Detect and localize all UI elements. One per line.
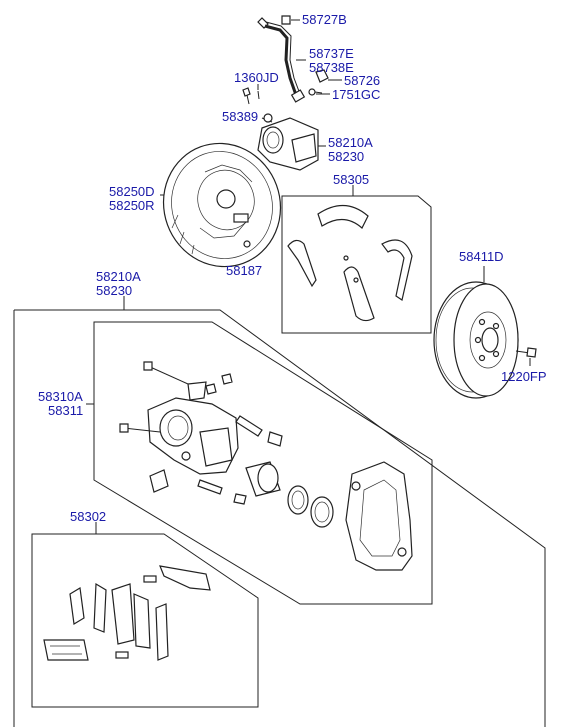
caliper-bracket <box>345 461 413 571</box>
label-58302: 58302 <box>70 509 106 524</box>
label-58210A-top: 58210A <box>328 135 373 150</box>
label-58411D: 58411D <box>459 249 504 264</box>
label-1360JD: 1360JD <box>234 70 279 85</box>
brake-pads <box>43 565 211 661</box>
label-58726: 58726 <box>344 73 380 88</box>
label-58311: 58311 <box>48 403 83 418</box>
label-58187: 58187 <box>226 263 262 278</box>
pad-kit-frame <box>31 522 259 708</box>
bleeder-screw <box>242 87 260 105</box>
label-58250R: 58250R <box>109 198 155 213</box>
label-58210A-mid: 58210A <box>96 269 141 284</box>
front-caliper-body <box>147 381 239 475</box>
label-1220FP: 1220FP <box>501 369 547 384</box>
label-1751GC: 1751GC <box>332 87 380 102</box>
piston-seal-parts <box>149 461 334 528</box>
brake-disc <box>433 266 519 399</box>
part-labels: 58727B 58737E 58738E 1360JD 58726 1751GC… <box>38 12 547 524</box>
label-58250D: 58250D <box>109 184 155 199</box>
label-58389: 58389 <box>222 109 258 124</box>
rear-caliper <box>257 113 319 171</box>
label-58310A: 58310A <box>38 389 83 404</box>
caliper-kit-frame <box>86 321 433 605</box>
label-58305: 58305 <box>333 172 369 187</box>
label-58738E: 58738E <box>309 60 354 75</box>
hose-clip <box>308 69 329 96</box>
backing-plate <box>162 142 282 268</box>
label-58727B: 58727B <box>302 12 347 27</box>
label-58230-mid: 58230 <box>96 283 132 298</box>
guide-bolts <box>119 361 283 447</box>
label-58737E: 58737E <box>309 46 354 61</box>
label-58230-top: 58230 <box>328 149 364 164</box>
hub-bolt <box>515 347 537 366</box>
brake-hose <box>257 15 306 103</box>
parking-shoe-box <box>281 185 432 334</box>
